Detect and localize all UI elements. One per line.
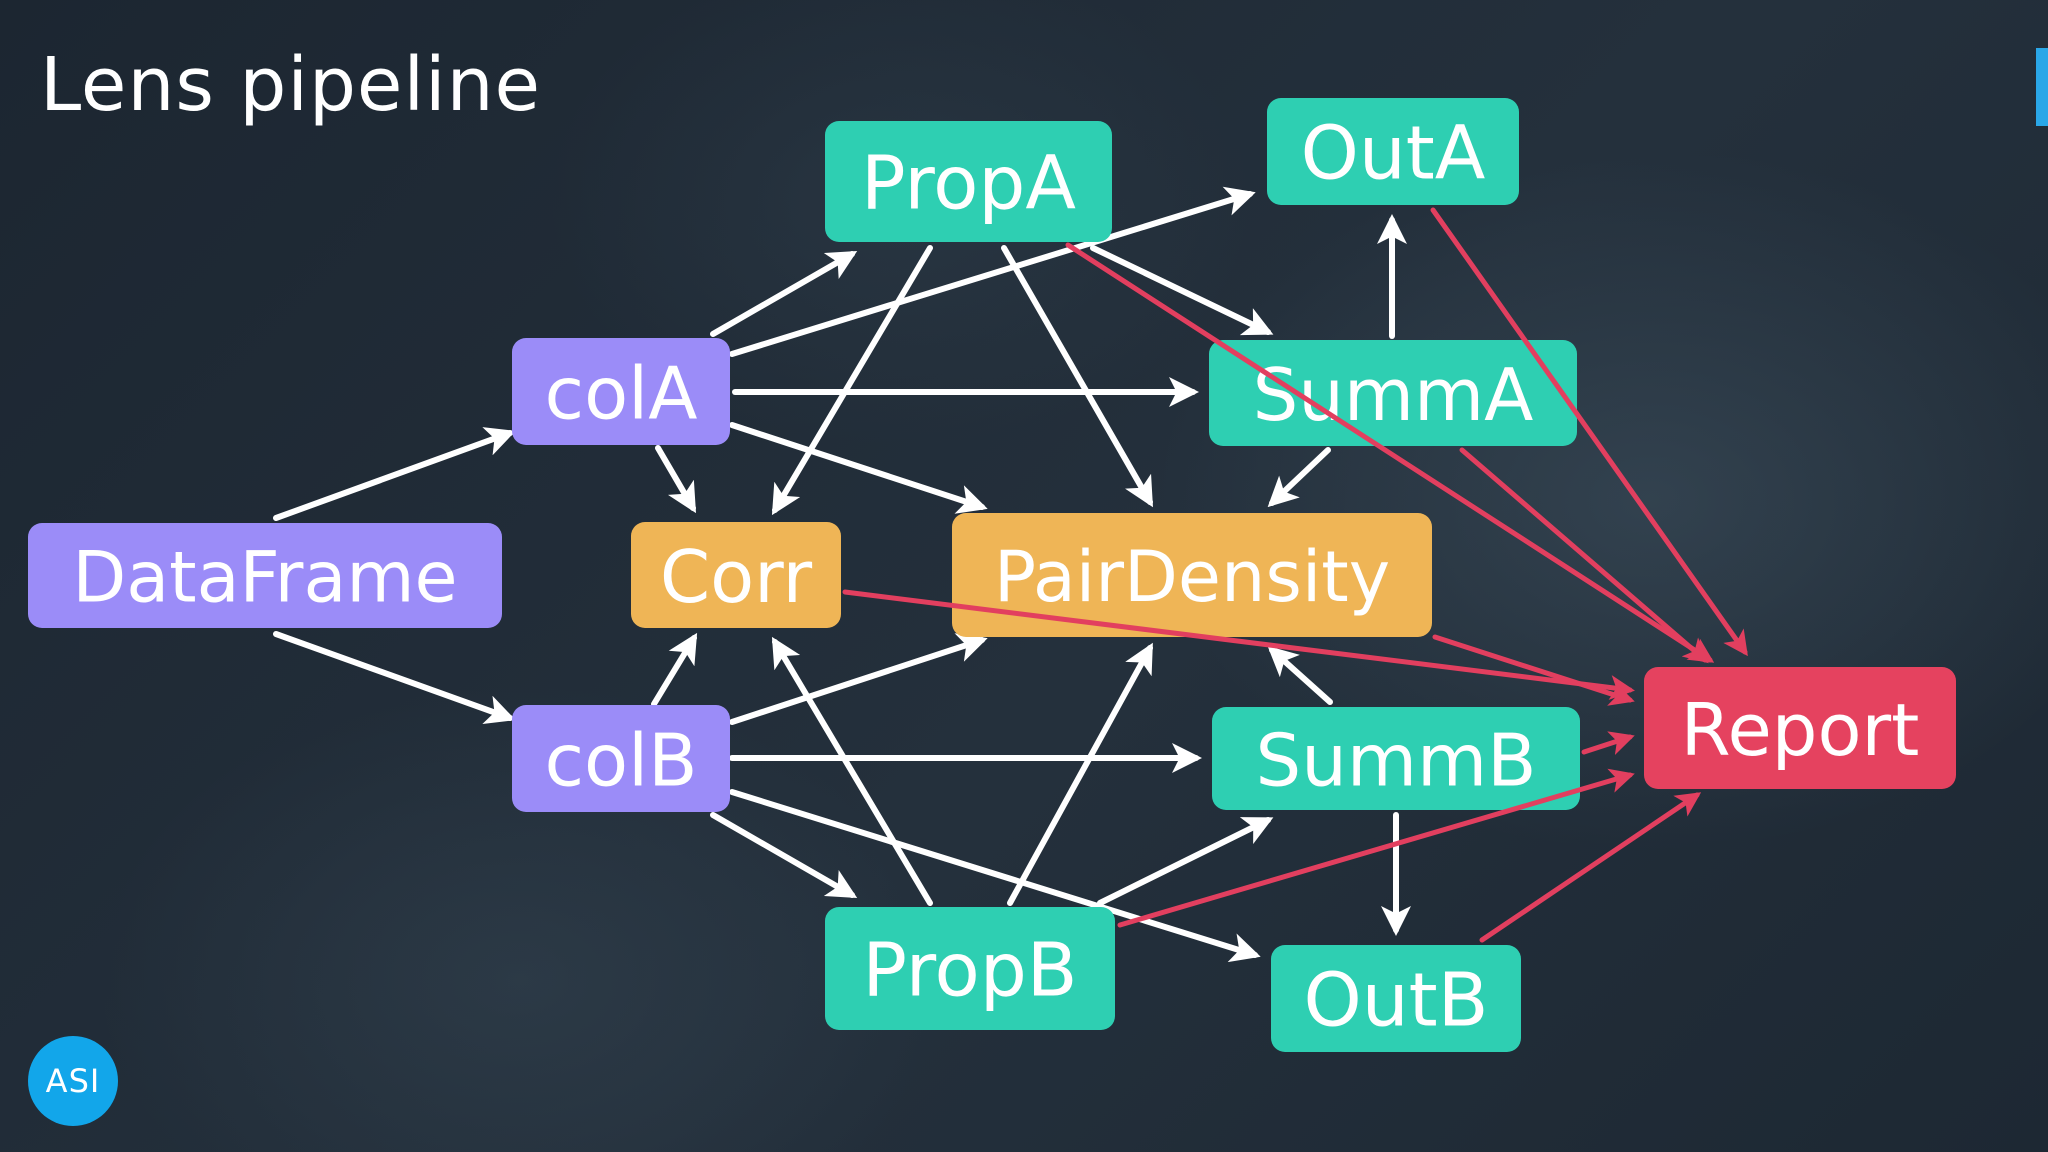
node-summa: SummA [1209,340,1577,446]
node-box [825,121,1112,242]
edge-propb-to-summb [1097,817,1274,906]
edge-dataframe-to-colb [273,631,516,725]
edge-propa-to-corr [771,245,933,516]
asi-logo: ASI [28,1036,118,1126]
edge-summb-to-report [1581,731,1635,756]
node-box [631,522,841,628]
node-label: PropB [862,928,1077,1014]
node-box [1212,707,1580,810]
accent-bar [2036,48,2048,126]
edge-summa-to-pairdensity [1267,447,1331,508]
edge-colb-to-corr [651,632,698,707]
node-label: SummA [1253,353,1534,437]
node-box [825,907,1115,1030]
node-label: PropA [861,141,1076,227]
node-corr: Corr [631,522,841,628]
edge-propa-to-summa [1090,245,1274,336]
edge-summa-to-report [1459,447,1709,664]
node-pairdensity: PairDensity [952,513,1432,637]
edge-cola-to-pairdensity [729,422,988,514]
node-label: colA [545,352,698,436]
red-edges [842,207,1748,943]
node-propb: PropB [825,907,1115,1030]
edge-cola-to-propa [710,251,858,337]
white-edges [273,186,1411,963]
node-report: Report [1644,667,1956,789]
edge-cola-to-corr [655,445,697,514]
edge-propb-to-corr [771,636,933,906]
edge-corr-to-report [842,589,1635,700]
edge-propa-to-pairdensity [1001,245,1153,508]
node-box [952,513,1432,637]
node-box [28,523,502,628]
node-label: Report [1681,688,1920,772]
node-box [1267,98,1519,205]
node-label: OutB [1304,958,1489,1044]
edge-propb-to-pairdensity [1007,642,1153,906]
node-label: OutA [1301,111,1486,197]
node-box [1644,667,1956,789]
node-box [1271,945,1521,1052]
node-label: colB [544,719,697,803]
edge-colb-to-outb [729,789,1261,963]
node-label: SummB [1255,719,1536,803]
slide-title: Lens pipeline [40,42,542,128]
edge-pairdensity-to-report [1432,634,1635,706]
nodes: DataFrame colA colB Corr PairDensity PropA Pro… [28,98,1956,1052]
node-summb: SummB [1212,707,1580,810]
node-cola: colA [512,338,730,445]
node-colb: colB [512,705,730,812]
node-label: DataFrame [72,537,457,619]
node-box [1209,340,1577,446]
node-outa: OutA [1267,98,1519,205]
node-propa: PropA [825,121,1112,242]
node-box [512,338,730,445]
edge-propa-to-report [1065,242,1715,663]
edge-colb-to-pairdensity [729,633,988,725]
node-dataframe: DataFrame [28,523,502,628]
edge-cola-to-outa [729,186,1256,357]
node-box [512,705,730,812]
node-outb: OutB [1271,945,1521,1052]
edge-dataframe-to-cola [273,427,516,521]
node-label: PairDensity [994,536,1390,618]
edge-colb-to-propb [710,812,858,898]
edge-outb-to-report [1479,792,1702,943]
edge-propb-to-report [1117,768,1635,928]
edge-summb-to-pairdensity [1267,645,1333,705]
node-label: Corr [660,535,813,619]
edge-outa-to-report [1430,207,1748,657]
